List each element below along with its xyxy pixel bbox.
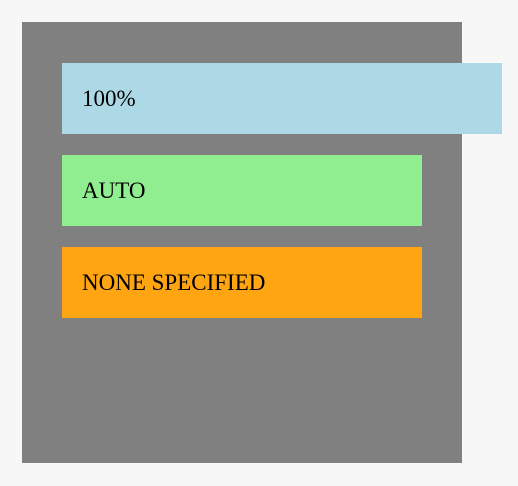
box-width-100-percent: 100% [62,63,502,134]
box-label: AUTO [82,177,146,203]
box-label: 100% [82,85,136,111]
box-width-none-specified: NONE SPECIFIED [62,247,422,318]
container: 100% AUTO NONE SPECIFIED [22,22,502,463]
box-label: NONE SPECIFIED [82,269,266,295]
box-width-auto: AUTO [62,155,422,226]
